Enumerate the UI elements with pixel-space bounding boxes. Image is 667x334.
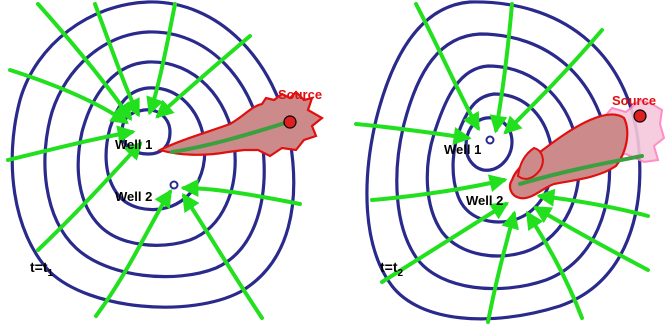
contaminant-plume [157, 90, 324, 158]
flow-arrow [180, 179, 302, 206]
well-2-label: Well 2 [466, 193, 503, 208]
flow-arrow [503, 28, 604, 135]
flow-arrow [93, 2, 140, 118]
flow-arrow [380, 202, 510, 284]
flow-arrow [146, 2, 177, 116]
flow-arrow [182, 193, 264, 320]
well-2-marker [169, 180, 179, 190]
flow-arrow [414, 2, 480, 132]
flow-arrow [526, 210, 584, 320]
flow-arrow [532, 206, 650, 272]
flow-arrow [354, 122, 472, 145]
flow-lines [354, 2, 650, 324]
time-label-main: t=t [380, 259, 398, 275]
flow-arrow [536, 188, 650, 218]
well-2-label: Well 2 [115, 189, 152, 204]
flow-arrow [489, 2, 514, 134]
time-label: t=t1 [30, 259, 54, 279]
plume-travel-path [170, 120, 290, 154]
flow-lines [6, 2, 302, 320]
source-marker [633, 109, 647, 123]
plume-travel-path [518, 154, 644, 186]
time-label-main: t=t [30, 259, 48, 275]
well-1-label: Well 1 [444, 142, 481, 157]
time-label-subscript: 1 [48, 268, 54, 279]
flow-arrow [486, 210, 519, 324]
well-1-label: Well 1 [115, 137, 152, 152]
source-label: Source [612, 93, 656, 108]
well-1-marker [485, 135, 495, 145]
contour-ring-2 [451, 92, 555, 224]
flow-arrow [370, 174, 508, 202]
time-label-subscript: 2 [398, 268, 404, 279]
source-label: Source [278, 87, 322, 102]
flow-arrow [94, 188, 172, 318]
panel-t1: Source Well 1 Well 2 t=t1 [6, 0, 324, 320]
contour-lines [10, 0, 296, 309]
plume-detail [516, 146, 544, 180]
contour-ring-5 [10, 0, 296, 309]
flow-arrow [155, 34, 252, 119]
time-label: t=t2 [380, 259, 404, 279]
flow-arrow [6, 125, 136, 162]
panel-t2: Source Well 1 Well 2 t=t2 [354, 0, 666, 324]
contour-ring-2 [104, 86, 207, 212]
source-marker [283, 115, 297, 129]
flow-arrow [36, 2, 133, 121]
flow-arrow [8, 68, 129, 125]
flow-arrow [36, 141, 143, 252]
